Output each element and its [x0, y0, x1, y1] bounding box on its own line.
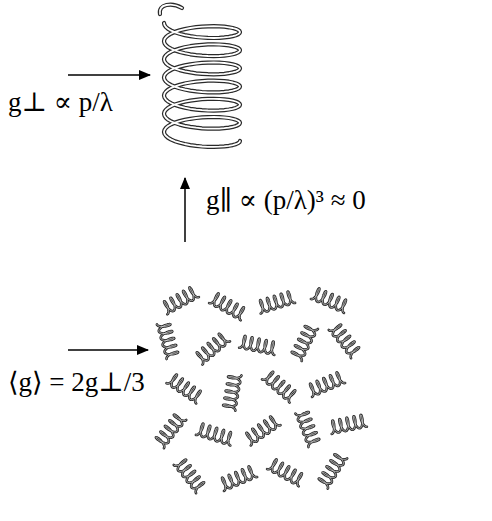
helix-coil	[167, 375, 201, 404]
helix-coil	[311, 288, 346, 313]
helix-coil	[292, 326, 318, 361]
helix-coil	[260, 292, 295, 314]
helix-coil	[295, 412, 319, 447]
formula-label: ⟨g⟩ = 2g⊥/3	[8, 368, 145, 398]
helix-coil-highlight	[332, 415, 367, 434]
helix-coil	[164, 23, 240, 147]
helix-coil-highlight	[209, 293, 244, 320]
helix-coil	[174, 460, 204, 494]
helix-coil-highlight	[295, 412, 319, 447]
helix-coil	[262, 372, 295, 403]
helix-coil-highlight	[160, 5, 182, 14]
helix-coil-highlight	[292, 326, 318, 361]
helix-coil-highlight	[329, 325, 359, 359]
helix-coil	[197, 334, 230, 365]
helix-coil-highlight	[174, 460, 204, 494]
helix-coil	[196, 424, 231, 446]
helix-coil	[160, 5, 182, 14]
helix-coil	[222, 466, 257, 491]
helix-coil-highlight	[267, 459, 302, 486]
helix-coil-highlight	[239, 336, 274, 355]
helix-coil-highlight	[167, 375, 201, 404]
helix-coil	[157, 324, 178, 359]
field-arrow	[184, 178, 186, 242]
helix-coil-highlight	[197, 334, 230, 365]
formula-label: g⊥ ∝ p/λ	[8, 88, 113, 118]
helix-coil-highlight	[260, 292, 295, 314]
helix-coil	[310, 372, 345, 397]
helix-coil-highlight	[311, 288, 346, 313]
helix-coil	[209, 293, 244, 320]
helix-coil-highlight	[196, 424, 231, 446]
helix-coil-highlight	[164, 287, 199, 314]
helix-coil-highlight	[223, 375, 241, 410]
helix	[160, 5, 240, 147]
helix-coil	[223, 375, 241, 410]
helix-coil-highlight	[319, 454, 348, 488]
helix-coil	[332, 415, 367, 434]
helix-coil	[156, 415, 186, 449]
helix-coil-highlight	[262, 372, 295, 403]
helix-coil	[267, 459, 302, 486]
helix-coil	[319, 454, 348, 488]
helix-coil	[246, 417, 280, 446]
helix-ensemble	[156, 287, 367, 493]
helix-coil-highlight	[310, 372, 345, 397]
helix-coil-highlight	[157, 324, 178, 359]
field-arrow	[68, 74, 150, 76]
helix-coil	[329, 325, 359, 359]
helix-coil	[164, 287, 199, 314]
field-arrow	[68, 349, 148, 351]
formula-label: g∥ ∝ (p/λ)³ ≈ 0	[206, 186, 366, 216]
helix-coil-highlight	[222, 466, 257, 491]
helix-coil	[239, 336, 274, 355]
helix-coil-highlight	[246, 417, 280, 446]
helix-coil-highlight	[156, 415, 186, 449]
helix-coil-highlight	[164, 23, 240, 147]
